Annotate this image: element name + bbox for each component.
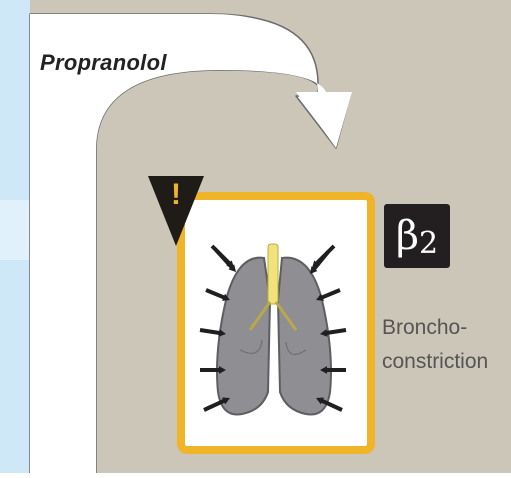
effect-line-1: Broncho- — [382, 316, 467, 340]
receptor-subscript: 2 — [419, 226, 438, 261]
organ-box — [181, 196, 371, 450]
drug-label: Propranolol — [40, 50, 167, 76]
effect-line-2: constriction — [382, 350, 488, 374]
receptor-symbol: β — [396, 213, 419, 259]
warning-symbol: ! — [166, 178, 186, 212]
receptor-label: β2 — [384, 204, 450, 268]
